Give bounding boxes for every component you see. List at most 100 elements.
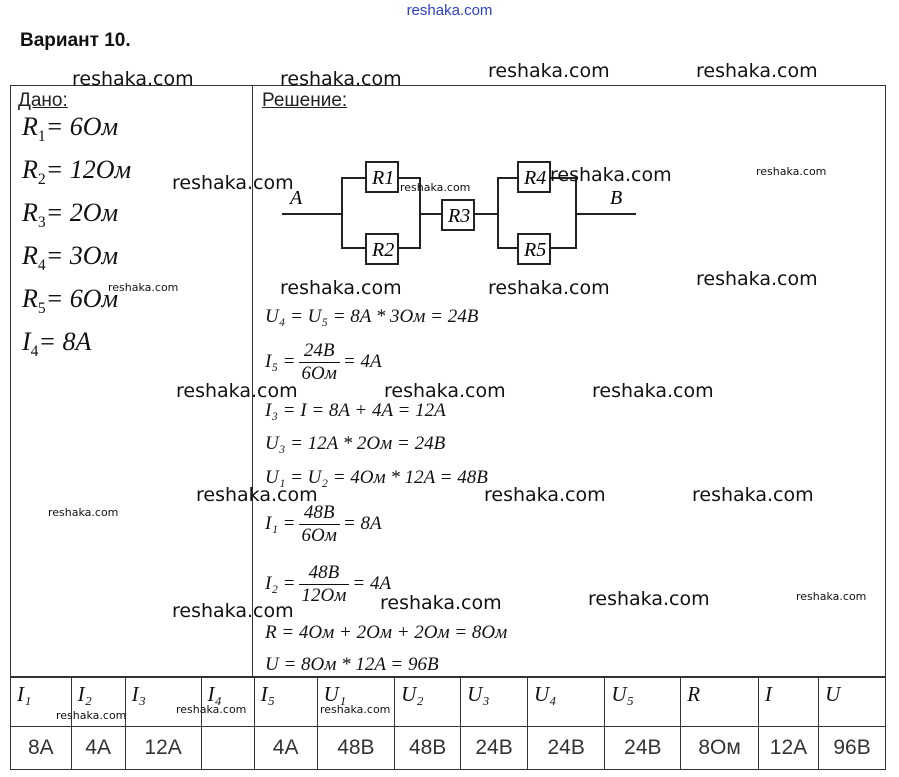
watermark: reshaka.com — [56, 709, 127, 722]
given-r4: R4= 3Ом — [22, 241, 118, 275]
value-cell: 12A — [124, 726, 202, 770]
value-cell: 48B — [316, 726, 396, 770]
rhs: = 4A — [342, 350, 382, 372]
lhs: I₅ = — [265, 350, 296, 372]
watermark: reshaka.com — [280, 68, 402, 90]
header-cell: I₄ — [200, 677, 255, 727]
subscript: 1 — [37, 128, 46, 146]
value: = 6Ом — [45, 112, 119, 141]
header-cell: U₃ — [460, 677, 528, 727]
value-cell: 24B — [526, 726, 606, 770]
header-cell: R — [680, 677, 759, 727]
watermark: reshaka.com — [48, 506, 119, 519]
value: = 12Ом — [45, 155, 132, 184]
header-cell: I₅ — [253, 677, 318, 727]
numerator: 48B — [298, 502, 340, 525]
site-link[interactable]: reshaka.com — [406, 2, 493, 19]
denominator: 12Ом — [301, 585, 347, 606]
given-r1: R1= 6Ом — [22, 112, 118, 146]
subscript: 4 — [37, 257, 46, 275]
rhs: = 8A — [342, 512, 382, 534]
value-cell: 96B — [818, 726, 886, 770]
value: = 2Ом — [45, 198, 119, 227]
subscript: 5 — [37, 300, 46, 318]
watermark: reshaka.com — [696, 60, 818, 82]
circuit-diagram: A B R1 R2 R3 R4 R5 — [282, 161, 636, 265]
header-cell: I₃ — [124, 677, 202, 727]
watermark: reshaka.com — [72, 68, 194, 90]
watermark: reshaka.com — [380, 592, 502, 614]
symbol: I — [22, 327, 31, 356]
lhs: I₂ = — [265, 572, 296, 594]
formula-u1-u2: U₁ = U₂ = 4Ом * 12A = 48B — [265, 467, 488, 488]
formula-i3: I₃ = I = 8A + 4A = 12A — [265, 400, 446, 421]
watermark: reshaka.com — [488, 277, 610, 299]
denominator: 6Ом — [301, 525, 337, 546]
numerator: 48B — [298, 562, 350, 585]
header-cell: U₁ — [316, 677, 396, 727]
watermark: reshaka.com — [196, 484, 318, 506]
formula-u4-u5: U₄ = U₅ = 8A * 3Ом = 24B — [265, 306, 479, 327]
solution-heading: Решение: — [262, 90, 348, 111]
watermark: reshaka.com — [320, 703, 391, 716]
watermark: reshaka.com — [696, 268, 818, 290]
watermark: reshaka.com — [172, 600, 294, 622]
header-cell: U₅ — [604, 677, 682, 727]
watermark: reshaka.com — [384, 380, 506, 402]
header-cell: U₂ — [394, 677, 462, 727]
header-cell: U₄ — [526, 677, 606, 727]
node-a: A — [288, 187, 303, 209]
watermark: reshaka.com — [176, 380, 298, 402]
label-r2: R2 — [371, 239, 394, 261]
given-r5: R5= 6Ом — [22, 284, 118, 318]
watermark: reshaka.com — [484, 484, 606, 506]
subscript: 4 — [30, 343, 39, 361]
watermark: reshaka.com — [400, 181, 471, 194]
label-r4: R4 — [523, 167, 546, 189]
rhs: = 4A — [352, 572, 392, 594]
lhs: I₁ = — [265, 512, 296, 534]
given-i4: I4= 8A — [22, 327, 91, 361]
value-cell: 24B — [460, 726, 528, 770]
label-r3: R3 — [447, 205, 470, 227]
watermark: reshaka.com — [550, 164, 672, 186]
watermark: reshaka.com — [280, 277, 402, 299]
label-r5: R5 — [523, 239, 546, 261]
watermark: reshaka.com — [692, 484, 814, 506]
divider — [252, 85, 253, 677]
value: = 8A — [38, 327, 92, 356]
header-cell: I — [757, 677, 820, 727]
symbol: R — [22, 155, 38, 184]
node-b: B — [610, 187, 622, 209]
value-cell: 48B — [394, 726, 462, 770]
given-heading: Дано: — [18, 90, 68, 111]
subscript: 3 — [37, 214, 46, 232]
symbol: R — [22, 198, 38, 227]
header-cell: I₁ — [10, 677, 72, 727]
symbol: R — [22, 241, 38, 270]
value-cell: 4A — [253, 726, 318, 770]
given-r3: R3= 2Ом — [22, 198, 118, 232]
value-cell: 8A — [10, 726, 72, 770]
watermark: reshaka.com — [588, 588, 710, 610]
value-cell: 24B — [604, 726, 682, 770]
numerator: 24B — [298, 340, 340, 363]
value-cell: 4A — [70, 726, 126, 770]
symbol: R — [22, 112, 38, 141]
watermark: reshaka.com — [108, 281, 179, 294]
value-cell — [200, 726, 255, 770]
value: = 6Ом — [45, 284, 119, 313]
value-cell: 12A — [757, 726, 820, 770]
header-cell: I₂ — [70, 677, 126, 727]
denominator: 6Ом — [301, 363, 337, 384]
watermark: reshaka.com — [488, 60, 610, 82]
page-title: Вариант 10. — [20, 30, 131, 51]
value-cell: 8Ом — [680, 726, 759, 770]
formula-r: R = 4Ом + 2Ом + 2Ом = 8Ом — [265, 622, 508, 643]
